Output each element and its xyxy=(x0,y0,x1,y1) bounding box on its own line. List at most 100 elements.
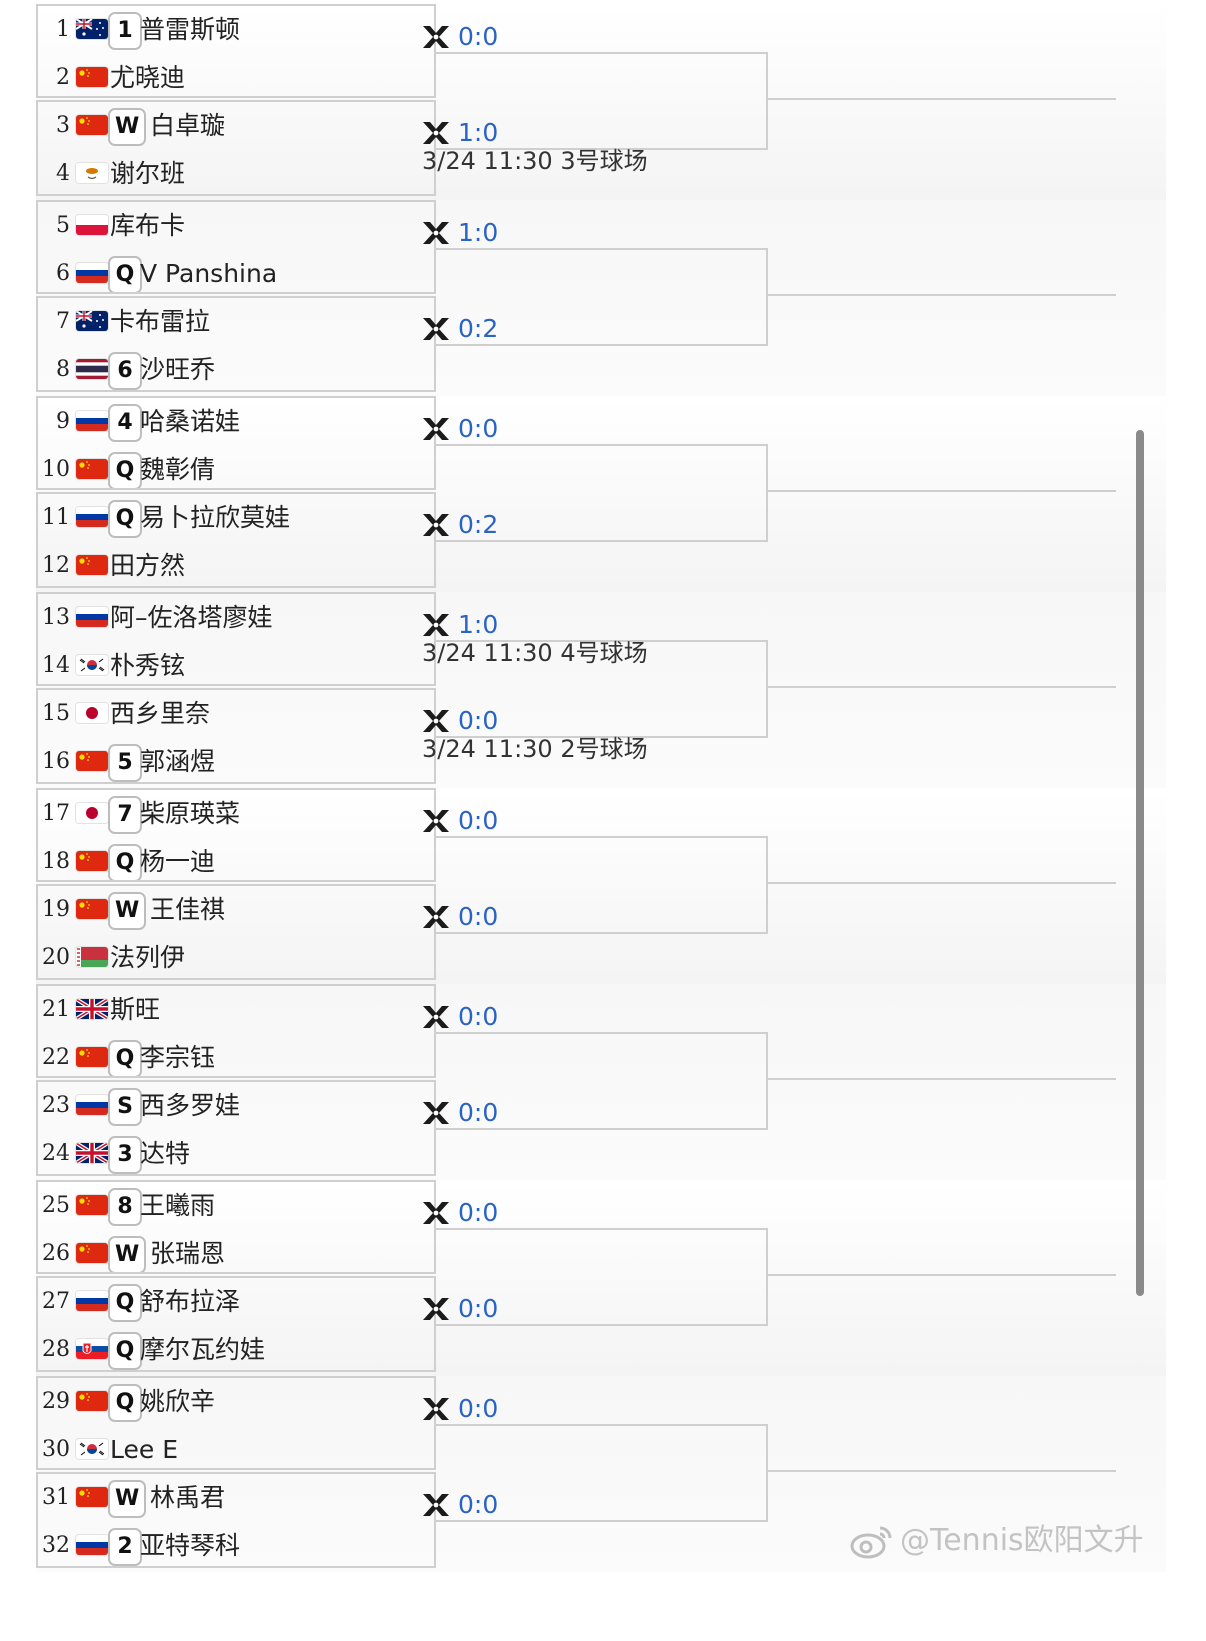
player-name[interactable]: 姚欣辛 xyxy=(140,1387,216,1416)
player-name[interactable]: 田方然 xyxy=(110,551,186,580)
bracket-line xyxy=(768,98,1116,100)
player-name[interactable]: 沙旺乔 xyxy=(140,355,216,384)
bracket-line xyxy=(436,932,768,934)
player-name[interactable]: 库布卡 xyxy=(110,211,186,240)
bracket-line xyxy=(436,1424,768,1426)
player-name[interactable]: 张瑞恩 xyxy=(150,1239,226,1268)
entry-badge: 6 xyxy=(108,352,142,390)
scissors-bracket-icon xyxy=(422,1004,450,1030)
player-name[interactable]: 白卓璇 xyxy=(150,111,226,140)
player-name[interactable]: 尤晓迪 xyxy=(110,63,186,92)
draw-position: 6 xyxy=(56,261,70,286)
player-name[interactable]: 李宗钰 xyxy=(140,1043,216,1072)
bracket-block xyxy=(36,1180,1166,1376)
player-name[interactable]: 法列伊 xyxy=(110,943,186,972)
draw-position: 32 xyxy=(42,1533,70,1558)
player-name[interactable]: 郭涵煜 xyxy=(140,747,216,776)
player-name[interactable]: 西多罗娃 xyxy=(140,1091,241,1120)
player-name[interactable]: 舒布拉泽 xyxy=(140,1287,241,1316)
country-flag-icon xyxy=(76,459,108,479)
player-name[interactable]: 柴原瑛菜 xyxy=(140,799,241,828)
score-value: 0:0 xyxy=(458,1490,499,1519)
player-name[interactable]: 杨一迪 xyxy=(140,847,216,876)
player-name[interactable]: 林禹君 xyxy=(150,1483,226,1512)
player-name[interactable]: 朴秀铉 xyxy=(110,651,186,680)
player-name[interactable]: 斯旺 xyxy=(110,995,161,1024)
country-flag-icon xyxy=(76,1047,108,1067)
scissors-bracket-icon xyxy=(422,1396,450,1422)
scissors-bracket-icon xyxy=(422,1200,450,1226)
match-box xyxy=(36,492,436,588)
bracket-line xyxy=(436,836,768,838)
scissors-bracket-icon xyxy=(422,120,450,146)
player-name[interactable]: 王佳祺 xyxy=(150,895,226,924)
player-name[interactable]: Lee E xyxy=(110,1435,178,1464)
bracket-block xyxy=(36,200,1166,396)
player-name[interactable]: 普雷斯顿 xyxy=(140,15,241,44)
scissors-bracket-icon xyxy=(422,316,450,342)
draw-position: 18 xyxy=(42,849,70,874)
bracket-line xyxy=(768,490,1116,492)
country-flag-icon xyxy=(76,555,108,575)
player-name[interactable]: 西乡里奈 xyxy=(110,699,211,728)
draw-position: 25 xyxy=(42,1193,70,1218)
player-name[interactable]: 阿–佐洛塔廖娃 xyxy=(110,603,273,632)
player-name[interactable]: 王曦雨 xyxy=(140,1191,216,1220)
scissors-bracket-icon xyxy=(422,1100,450,1126)
player-row[interactable]: 12 田方然 xyxy=(36,542,436,590)
player-name[interactable]: 达特 xyxy=(140,1139,191,1168)
scissors-bracket-icon xyxy=(422,1492,450,1518)
score-value: 0:0 xyxy=(458,1002,499,1031)
player-name[interactable]: V Panshina xyxy=(140,259,278,288)
score-value: 0:0 xyxy=(458,902,499,931)
player-name[interactable]: 谢尔班 xyxy=(110,159,186,188)
player-name[interactable]: 亚特琴科 xyxy=(140,1531,241,1560)
draw-position: 23 xyxy=(42,1093,70,1118)
player-name[interactable]: 摩尔瓦约娃 xyxy=(140,1335,266,1364)
country-flag-icon xyxy=(76,655,108,675)
country-flag-icon xyxy=(76,899,108,919)
player-name[interactable]: 卡布雷拉 xyxy=(110,307,211,336)
draw-position: 16 xyxy=(42,749,70,774)
scrollbar[interactable] xyxy=(1136,430,1144,1296)
player-name[interactable]: 易卜拉欣莫娃 xyxy=(140,503,291,532)
country-flag-icon xyxy=(76,1195,108,1215)
country-flag-icon xyxy=(76,19,108,39)
scissors-bracket-icon xyxy=(422,612,450,638)
draw-position: 12 xyxy=(42,553,70,578)
draw-position: 11 xyxy=(42,505,70,530)
match-box xyxy=(36,984,436,1078)
player-name[interactable]: 魏彰倩 xyxy=(140,455,216,484)
player-name[interactable]: 哈桑诺娃 xyxy=(140,407,241,436)
